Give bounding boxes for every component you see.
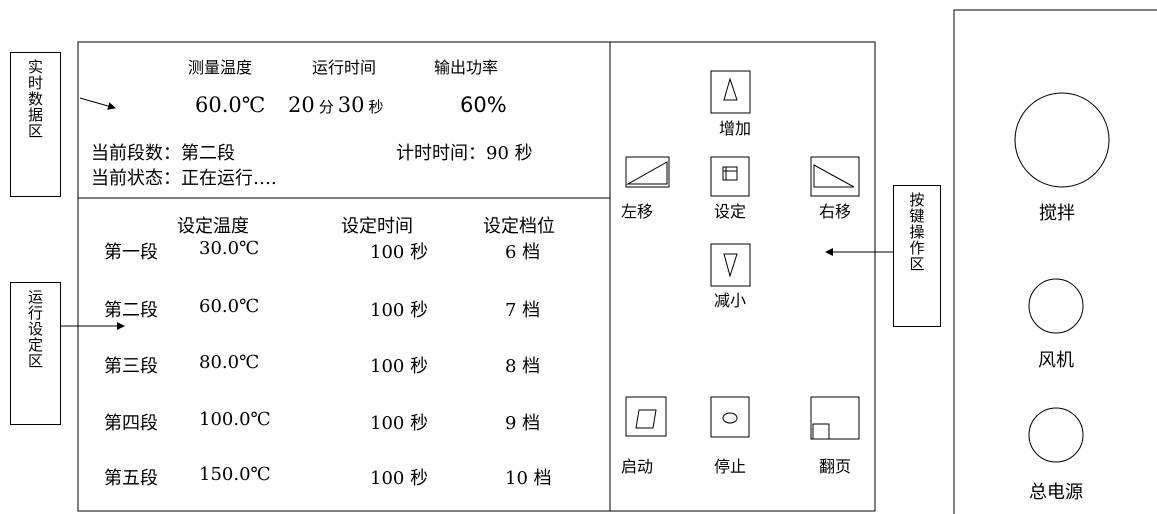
time-cell: 100 秒 <box>370 300 429 321</box>
level-cell: 7 档 <box>505 300 541 321</box>
current-status: 当前状态：正在运行…. <box>91 164 277 190</box>
temp-cell: 150.0℃ <box>199 464 271 485</box>
current-segment-value: 第二段 <box>181 143 235 164</box>
set-button[interactable]: 设定 <box>713 202 746 221</box>
right-button[interactable]: 右移 <box>818 202 851 221</box>
current-segment: 当前段数：第二段 <box>91 139 235 165</box>
stir-label: 搅拌 <box>1039 203 1075 224</box>
power-label: 总电源 <box>1029 482 1083 503</box>
time-cell: 100 秒 <box>370 242 429 263</box>
square-icon <box>722 166 738 181</box>
measured-temp-header: 测量温度 <box>188 58 253 77</box>
circle-icon <box>722 412 738 424</box>
realtime-arrow <box>79 97 116 110</box>
set-key-frame <box>710 156 750 197</box>
start-key-frame <box>625 396 667 437</box>
run-time-seconds: 30 <box>337 93 365 117</box>
left-wedge-icon <box>626 161 668 185</box>
level-cell: 10 档 <box>505 468 552 489</box>
stop-key-frame <box>710 396 750 438</box>
keypad-area-callout: 按 键 操 作 区 <box>893 185 941 327</box>
temp-cell: 80.0℃ <box>199 352 260 373</box>
left-key-frame <box>625 156 670 188</box>
timer: 计时时间：90 秒 <box>396 139 533 165</box>
down-triangle-icon <box>723 253 738 278</box>
time-cell: 100 秒 <box>370 413 429 434</box>
segment-cell: 第四段 <box>104 413 158 434</box>
segment-cell: 第三段 <box>104 356 158 377</box>
level-cell: 8 档 <box>505 356 541 377</box>
set-time-header: 设定时间 <box>341 216 413 237</box>
right-key-frame <box>810 156 860 197</box>
timer-value: 90 秒 <box>486 143 533 164</box>
decrease-key-frame <box>710 243 751 287</box>
current-status-value: 正在运行…. <box>181 168 277 189</box>
increase-button[interactable]: 增加 <box>718 119 751 138</box>
fan-knob <box>1028 278 1084 334</box>
seconds-unit: 秒 <box>368 98 384 116</box>
up-triangle-icon <box>723 77 738 101</box>
realtime-area-callout: 实 时 数 据 区 <box>10 52 61 197</box>
segment-cell: 第二段 <box>104 300 158 321</box>
time-cell: 100 秒 <box>370 356 429 377</box>
segment-cell: 第五段 <box>104 468 158 489</box>
increase-key-frame <box>710 70 751 114</box>
settings-area-callout: 运 行 设 定 区 <box>10 282 61 425</box>
segment-cell: 第一段 <box>104 242 158 263</box>
power-knob <box>1028 407 1084 463</box>
decrease-button[interactable]: 减小 <box>713 291 746 310</box>
temp-cell: 60.0℃ <box>199 296 260 317</box>
time-cell: 100 秒 <box>370 468 429 489</box>
realtime-area-label: 实 时 数 据 区 <box>27 58 43 140</box>
page-corner-icon <box>812 423 830 440</box>
timer-label: 计时时间： <box>396 143 486 164</box>
run-time-header: 运行时间 <box>312 58 377 77</box>
temp-cell: 100.0℃ <box>199 409 271 430</box>
fan-label: 风机 <box>1038 350 1074 371</box>
current-status-label: 当前状态： <box>91 168 181 189</box>
keypad-area-label: 按 键 操 作 区 <box>909 191 925 273</box>
settings-area-label: 运 行 设 定 区 <box>27 288 43 370</box>
page-button[interactable]: 翻页 <box>818 457 851 476</box>
temp-cell: 30.0℃ <box>199 238 260 259</box>
level-cell: 9 档 <box>505 413 541 434</box>
minutes-unit: 分 <box>318 98 334 116</box>
output-power-value: 60% <box>460 93 507 117</box>
right-wedge-icon <box>813 164 855 188</box>
output-power-header: 输出功率 <box>434 58 499 77</box>
start-button[interactable]: 启动 <box>620 457 653 476</box>
run-time-minutes: 20 <box>288 93 315 117</box>
stop-button[interactable]: 停止 <box>713 457 746 476</box>
set-temp-header: 设定温度 <box>177 216 249 237</box>
left-button[interactable]: 左移 <box>620 202 653 221</box>
parallelogram-icon <box>635 409 657 429</box>
measured-temp-value: 60.0℃ <box>195 93 266 117</box>
keypad-panel-frame <box>609 41 876 512</box>
level-cell: 6 档 <box>505 242 541 263</box>
current-segment-label: 当前段数： <box>91 143 181 164</box>
page-key-frame <box>810 396 860 440</box>
stir-knob <box>1014 92 1110 188</box>
set-level-header: 设定档位 <box>483 216 555 237</box>
